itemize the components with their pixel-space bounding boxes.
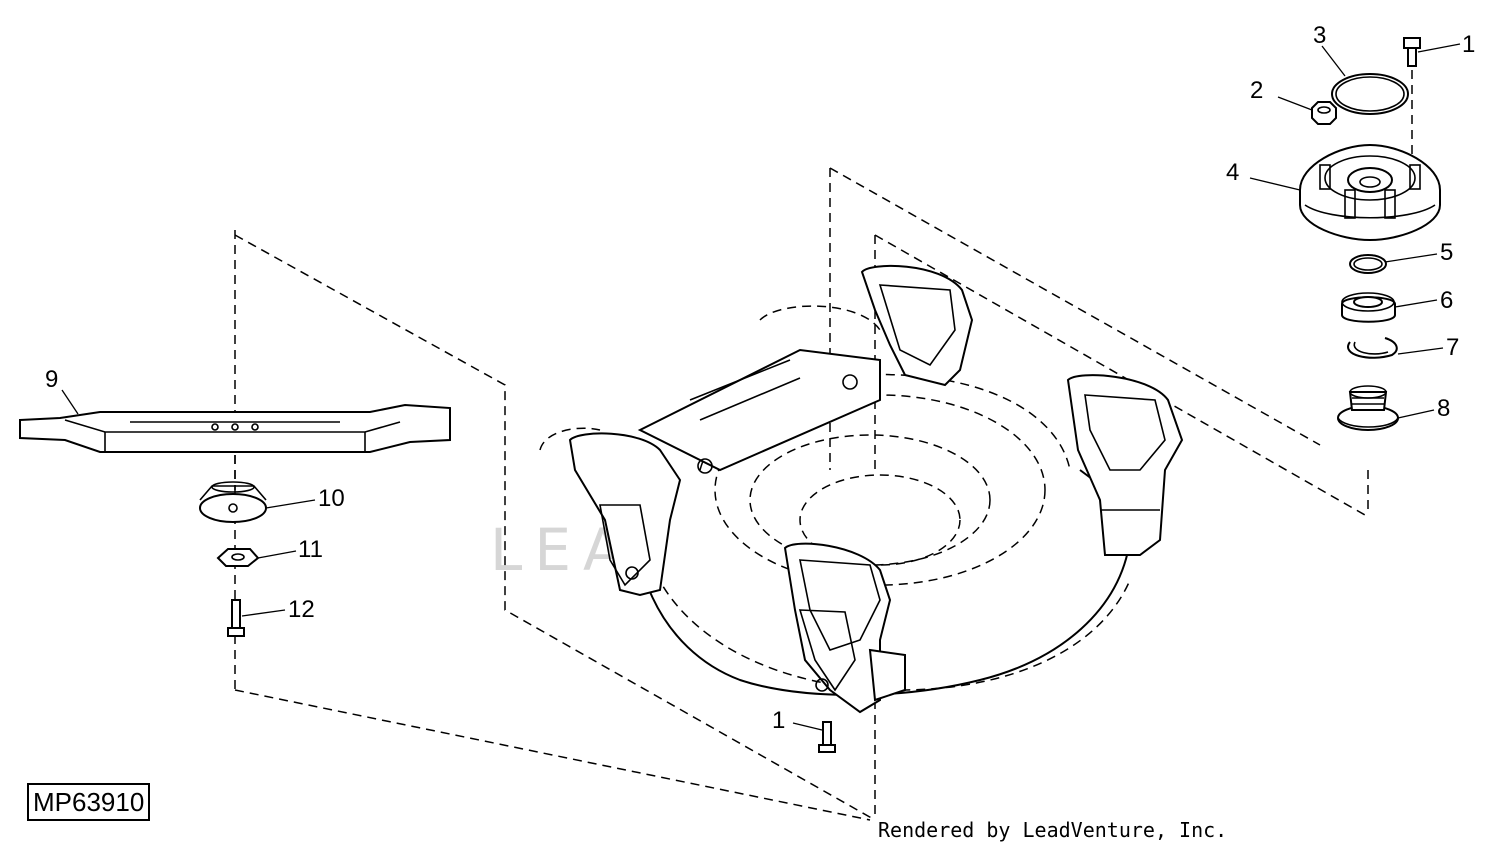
spindle-bolt-part [1403, 37, 1421, 67]
callout-8: 8 [1437, 395, 1450, 422]
render-credit: Rendered by LeadVenture, Inc. [878, 818, 1228, 842]
callout-11: 11 [298, 536, 323, 563]
callout-3: 3 [1313, 22, 1326, 49]
o-ring-part [1331, 73, 1409, 115]
blade-bolt-part [227, 599, 245, 637]
callout-leaders [61, 43, 1461, 731]
callout-5: 5 [1440, 239, 1453, 266]
callout-numbers: 1 2 3 4 5 6 7 8 9 10 11 12 1 [45, 22, 1475, 734]
callout-6: 6 [1440, 287, 1453, 314]
spindle-shaft-part [1337, 385, 1399, 431]
callout-2: 2 [1250, 77, 1263, 104]
mower-deck-housing [539, 264, 1184, 714]
nut-part [1311, 101, 1337, 125]
bearing-part [1341, 292, 1396, 323]
retaining-ring-part [1347, 337, 1398, 359]
callout-4: 4 [1226, 159, 1239, 186]
snap-ring-part [1349, 254, 1387, 274]
callout-7: 7 [1446, 334, 1459, 361]
figure-id-label: MP63910 [27, 783, 151, 821]
callout-1-bottom: 1 [772, 707, 785, 734]
assembly-dashed-outlines [234, 70, 1413, 821]
callout-9: 9 [45, 366, 58, 393]
blade-part [19, 403, 451, 453]
callout-1-top: 1 [1462, 31, 1475, 58]
callout-12: 12 [288, 596, 315, 623]
washer-part [216, 548, 260, 567]
spindle-housing-part [1299, 143, 1441, 242]
deck-bolt-part [818, 721, 836, 753]
blade-adapter-part [199, 481, 267, 523]
callout-10: 10 [318, 485, 345, 512]
